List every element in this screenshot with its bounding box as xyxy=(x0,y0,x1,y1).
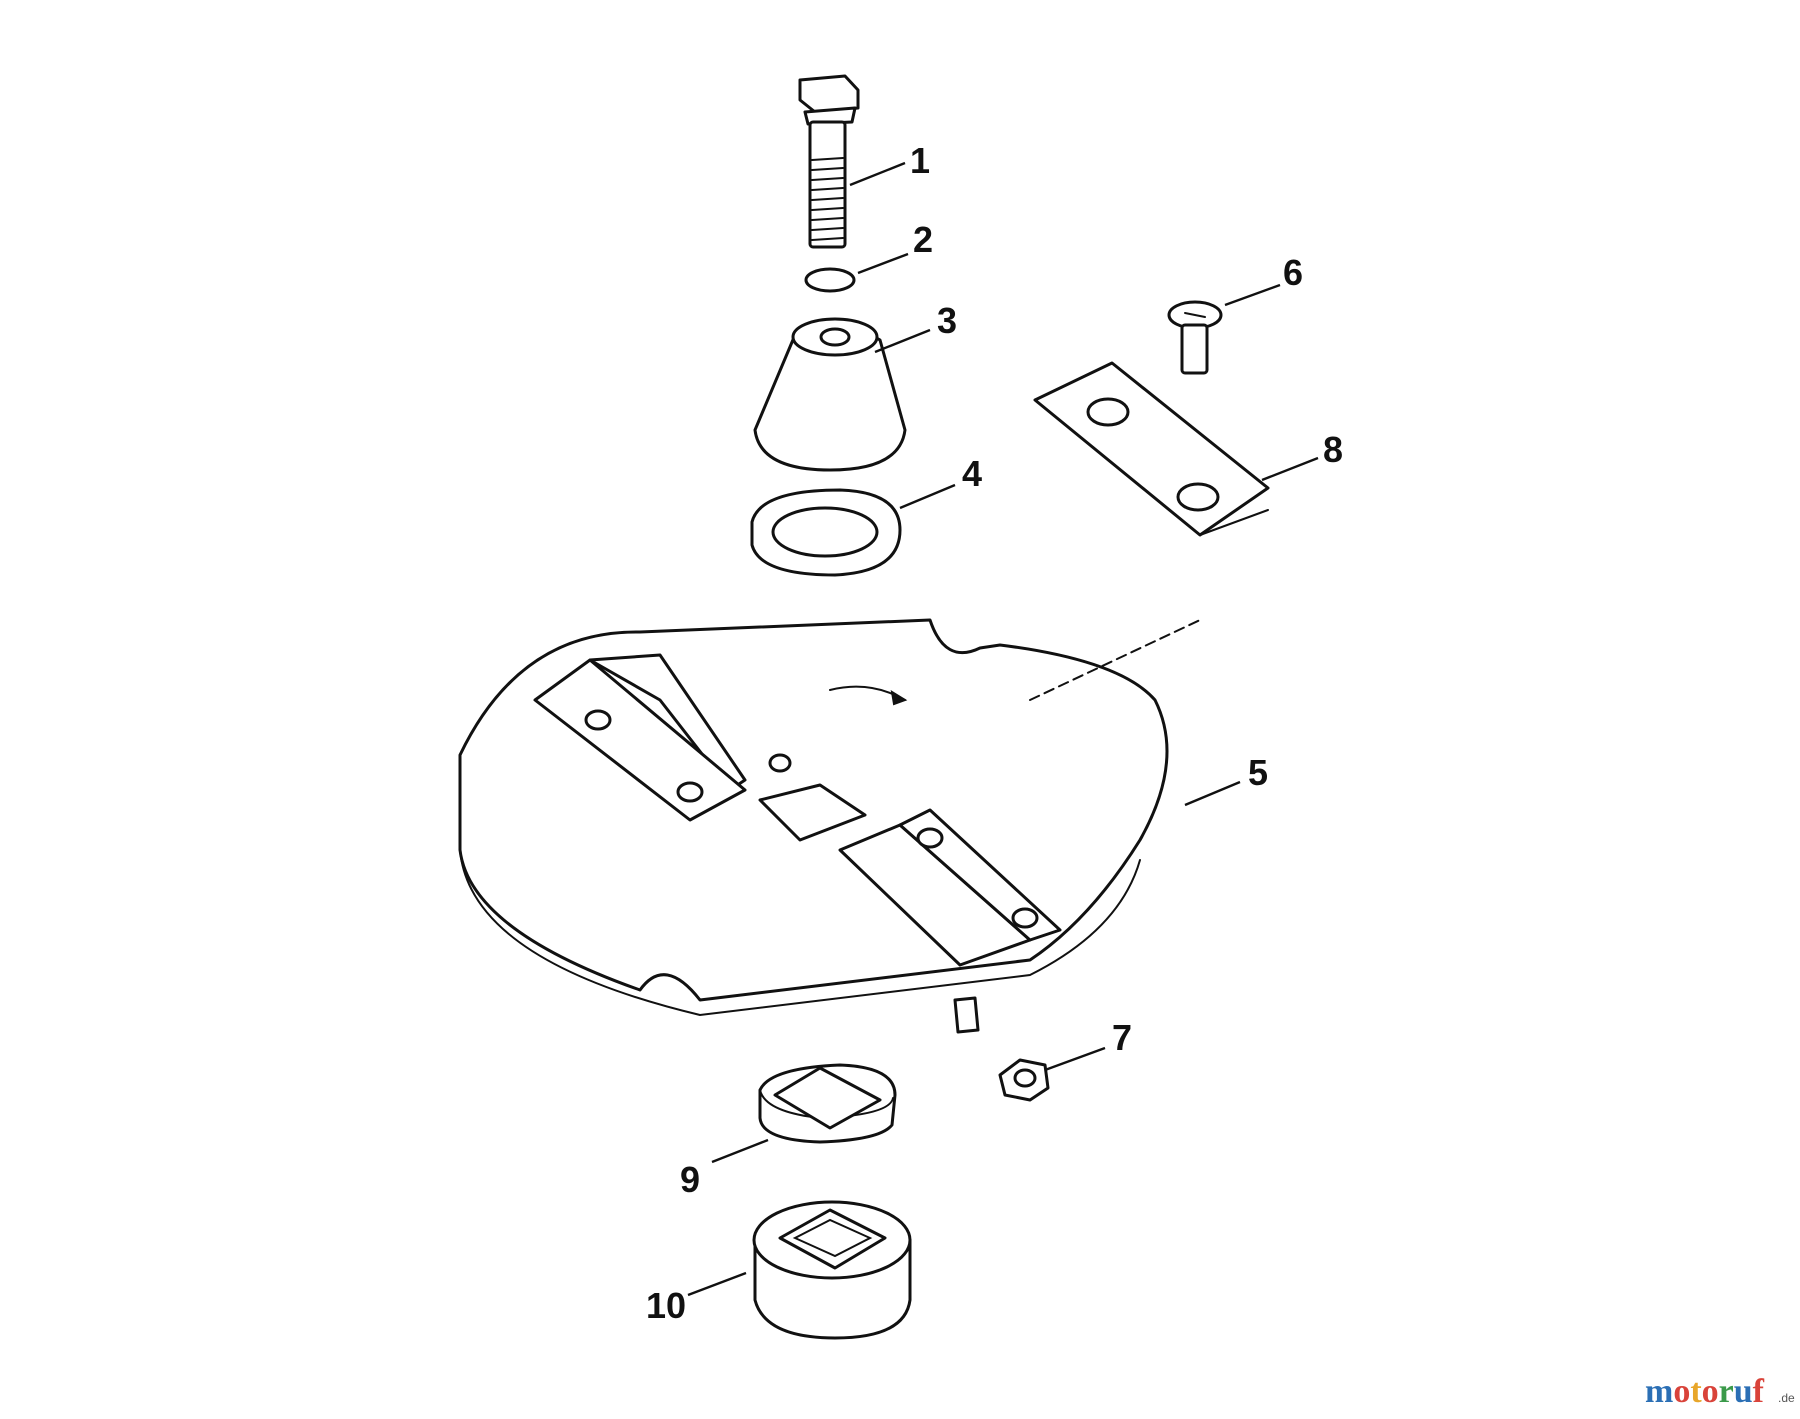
square-adapter-icon xyxy=(758,1063,897,1144)
blade-icon xyxy=(1033,361,1270,537)
callout-1: 1 xyxy=(910,140,930,181)
watermark-letter: t xyxy=(1690,1373,1702,1410)
cone-cover-icon xyxy=(753,317,907,472)
watermark-letter: f xyxy=(1753,1373,1765,1410)
callout-3: 3 xyxy=(937,300,957,341)
callout-8: 8 xyxy=(1323,429,1343,470)
leader-lines xyxy=(687,161,1319,1297)
svg-text:motoruf: motoruf xyxy=(1645,1373,1765,1410)
hex-nut-icon xyxy=(998,1058,1050,1102)
flat-washer-icon xyxy=(750,488,902,577)
callout-10: 10 xyxy=(646,1285,686,1326)
callout-4: 4 xyxy=(962,453,982,494)
countersunk-screw-icon xyxy=(1167,300,1223,375)
callout-2: 2 xyxy=(913,219,933,260)
watermark-letter: o xyxy=(1702,1373,1719,1410)
cutting-disc-icon xyxy=(458,618,1201,1034)
hub-icon xyxy=(752,1200,912,1340)
watermark-letter: u xyxy=(1734,1373,1753,1410)
callout-9: 9 xyxy=(680,1159,700,1200)
watermark-brand: motoruf xyxy=(1645,1373,1765,1410)
watermark-letter: r xyxy=(1719,1373,1734,1410)
watermark-letter: o xyxy=(1673,1373,1690,1410)
callout-6: 6 xyxy=(1283,252,1303,293)
callout-5: 5 xyxy=(1248,752,1268,793)
callout-7: 7 xyxy=(1112,1017,1132,1058)
hex-bolt-icon xyxy=(798,74,860,249)
watermark-logo: motoruf .de xyxy=(1645,1373,1795,1410)
watermark-letter: m xyxy=(1645,1373,1673,1410)
watermark-tld: .de xyxy=(1778,1391,1795,1405)
lock-washer-icon xyxy=(804,267,856,293)
